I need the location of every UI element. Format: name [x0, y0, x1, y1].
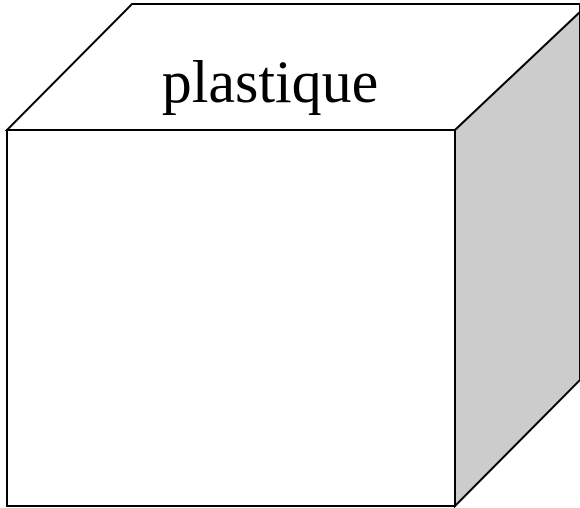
cube-front-face — [6, 129, 456, 507]
top-face-label: plastique — [162, 49, 379, 115]
